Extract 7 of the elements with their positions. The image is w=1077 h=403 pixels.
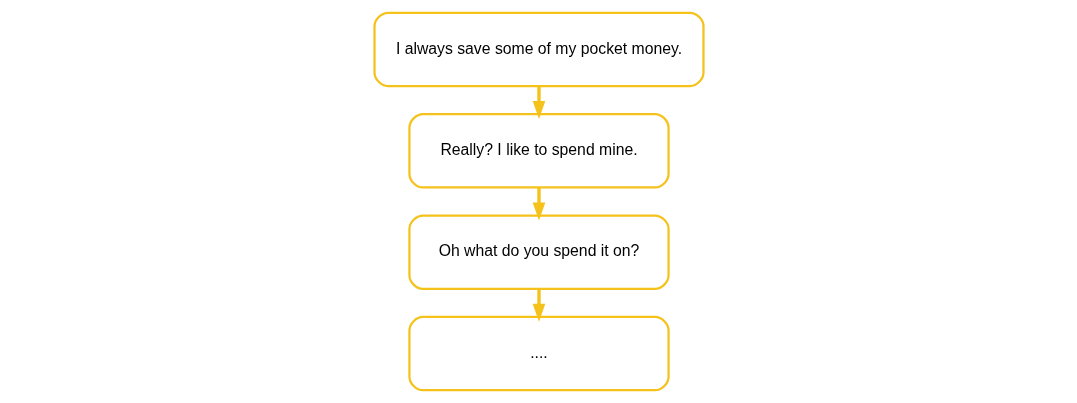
arrow <box>532 289 545 322</box>
node-box: I always save some of my pocket money. <box>372 11 705 88</box>
node-box: Oh what do you spend it on? <box>407 214 670 290</box>
arrow <box>532 187 545 221</box>
node-box: Really? I like to spend mine. <box>407 113 670 189</box>
node-box: .... <box>407 315 670 392</box>
arrow <box>532 86 545 120</box>
